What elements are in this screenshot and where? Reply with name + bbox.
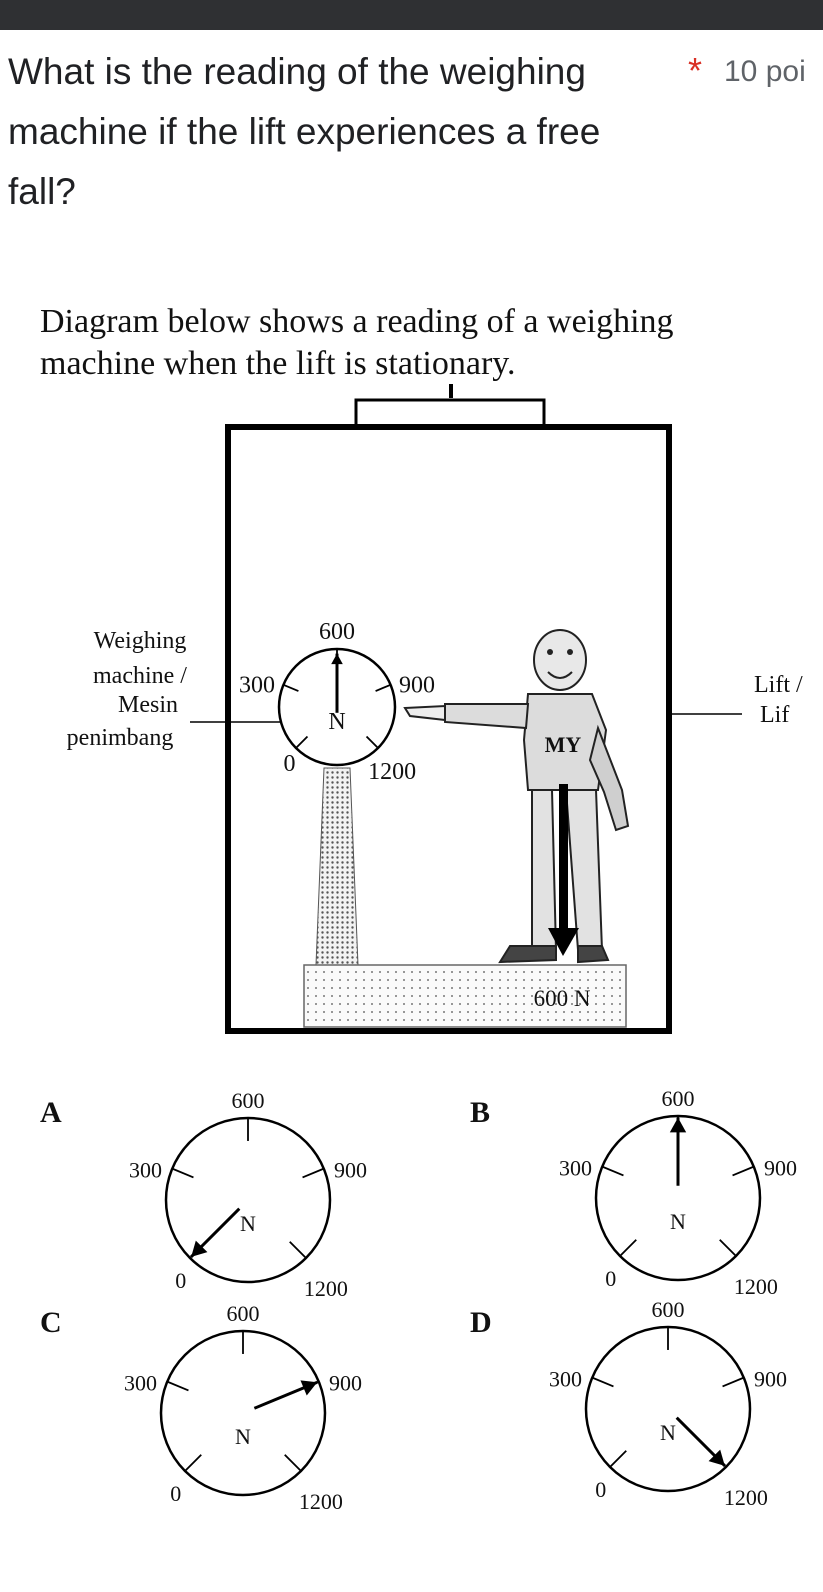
dial-needle-head: [300, 1380, 318, 1396]
weight-label: 600 N: [534, 986, 591, 1011]
dial-tick: [619, 1239, 637, 1257]
dial-tick: [283, 683, 299, 692]
dial-tick: [302, 1167, 325, 1179]
option-b-dial: 600 300 900 0 1200 N: [559, 1086, 797, 1299]
dial-label-0: 0: [595, 1477, 606, 1502]
dial-label-300: 300: [239, 673, 275, 699]
dial-needle-head: [191, 1240, 208, 1257]
dial-tick: [284, 1454, 302, 1472]
dial-tick: [732, 1165, 755, 1177]
dial-needle-head: [669, 1117, 687, 1133]
scale-stand: [315, 767, 359, 966]
question-title: What is the reading of the weighing mach…: [8, 51, 601, 212]
dial-label-300: 300: [559, 1155, 592, 1180]
option-letter-a: A: [40, 1096, 62, 1129]
option-c-dial: 600 300 900 0 1200 N: [124, 1301, 362, 1514]
option-letter-d: D: [470, 1306, 492, 1339]
option-a-dial: 600 300 900 0 1200 N: [129, 1088, 367, 1301]
top-bar: [0, 0, 823, 30]
dial-tick: [591, 1376, 614, 1388]
dial-label-0: 0: [175, 1268, 186, 1293]
dial-label-300: 300: [124, 1370, 157, 1395]
dial-label-300: 300: [549, 1366, 582, 1391]
dial-tick: [171, 1167, 194, 1179]
dial-label-600: 600: [319, 619, 355, 645]
dial-label-1200: 1200: [368, 759, 416, 785]
dial-unit-n: N: [660, 1420, 676, 1445]
dial-tick: [719, 1239, 737, 1257]
svg-text:Lift /: Lift /: [754, 672, 803, 698]
dial-needle-head: [708, 1449, 725, 1466]
dial-tick: [722, 1376, 745, 1388]
caption-line-2: machine when the lift is stationary.: [40, 345, 516, 382]
dial-tick: [609, 1450, 627, 1468]
svg-text:Weighing: Weighing: [94, 628, 187, 654]
dial-label-1200: 1200: [734, 1274, 778, 1299]
dial-label-0: 0: [283, 751, 295, 777]
question-figure: Diagram below shows a reading of a weigh…: [0, 290, 823, 1592]
shirt-text: MY: [545, 732, 582, 757]
person-figure: [403, 629, 630, 964]
svg-text:Lif: Lif: [760, 702, 789, 728]
points-label: 10 poi: [724, 55, 806, 88]
option-d-dial: 600 300 900 0 1200 N: [549, 1297, 787, 1510]
option-letter-b: B: [470, 1096, 490, 1129]
dial-label-0: 0: [605, 1266, 616, 1291]
dial-label-900: 900: [329, 1370, 362, 1395]
dial-label-600: 600: [652, 1297, 685, 1322]
dial-unit-n: N: [235, 1424, 251, 1449]
dial-label-1200: 1200: [724, 1485, 768, 1510]
svg-text:penimbang: penimbang: [67, 725, 174, 751]
dial-unit-n: N: [328, 709, 345, 735]
required-asterisk: *: [688, 50, 703, 91]
lift-label: Lift / Lif: [672, 672, 803, 728]
dial-label-900: 900: [754, 1366, 787, 1391]
dial-tick: [166, 1380, 189, 1392]
dial-unit-n: N: [240, 1211, 256, 1236]
dial-label-0: 0: [170, 1481, 181, 1506]
dial-label-1200: 1200: [304, 1276, 348, 1301]
dial-tick: [295, 735, 309, 749]
dial-tick: [365, 735, 379, 749]
dial-tick: [184, 1454, 202, 1472]
dial-label-900: 900: [399, 673, 435, 699]
svg-text:Mesin: Mesin: [118, 692, 178, 718]
dial-tick: [601, 1165, 624, 1177]
dial-tick: [375, 683, 391, 692]
dial-unit-n: N: [670, 1209, 686, 1234]
main-dial: 600 300 900 0 1200 N: [239, 619, 435, 785]
dial-needle-head: [331, 653, 343, 665]
svg-text:machine /: machine /: [93, 663, 187, 689]
dial-label-900: 900: [334, 1157, 367, 1182]
dial-label-600: 600: [227, 1301, 260, 1326]
option-letter-c: C: [40, 1306, 62, 1339]
dial-tick: [289, 1241, 307, 1259]
weight-arrow: [548, 784, 579, 956]
caption-line-1: Diagram below shows a reading of a weigh…: [40, 303, 674, 340]
dial-label-1200: 1200: [299, 1489, 343, 1514]
dial-label-900: 900: [764, 1155, 797, 1180]
figure-svg: Diagram below shows a reading of a weigh…: [40, 303, 803, 1514]
dial-label-600: 600: [232, 1088, 265, 1113]
dial-label-300: 300: [129, 1157, 162, 1182]
dial-label-600: 600: [662, 1086, 695, 1111]
scale-platform: [303, 964, 627, 1028]
weighing-machine-label: Weighing machine / Mesin penimbang: [67, 628, 283, 751]
